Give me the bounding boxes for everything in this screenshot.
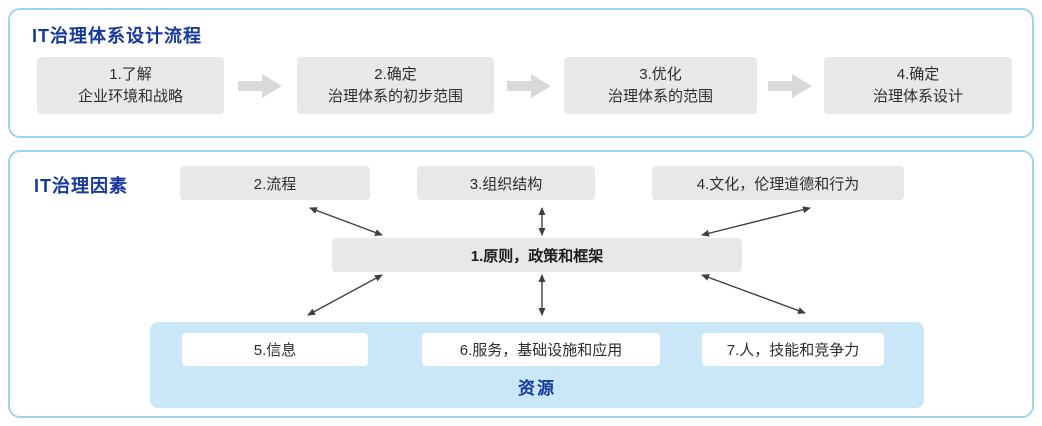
arrow-down-right xyxy=(701,274,806,314)
factor-box-process: 2.流程 xyxy=(180,166,370,200)
factors-panel-title: IT治理因素 xyxy=(34,176,128,196)
process-step-2-line-2: 治理体系的初步范围 xyxy=(327,87,463,105)
arrow-up-left xyxy=(309,207,383,236)
process-step-4: 4.确定 治理体系设计 xyxy=(824,57,1012,114)
process-step-3-line-1: 3.优化 xyxy=(639,65,682,83)
flow-right-arrow-icon xyxy=(768,74,812,98)
flow-right-arrow-icon xyxy=(507,74,551,98)
process-step-4-line-1: 4.确定 xyxy=(896,65,940,83)
process-step-1-line-1: 1.了解 xyxy=(109,65,152,83)
process-step-1-line-2: 企业环境和战略 xyxy=(77,87,183,105)
resource-box-information: 5.信息 xyxy=(182,333,368,366)
process-step-2: 2.确定 治理体系的初步范围 xyxy=(297,57,494,114)
resource-box-services: 6.服务，基础设施和应用 xyxy=(422,333,660,366)
flow-right-arrow-icon xyxy=(238,74,282,98)
factor-box-principles: 1.原则，政策和框架 xyxy=(332,238,742,272)
factor-box-org-structure: 3.组织结构 xyxy=(417,166,595,200)
factor-box-culture: 4.文化，伦理道德和行为 xyxy=(652,166,904,200)
factors-panel: IT治理因素 2.流程 3.组织结构 4.文化，伦理道德和行为 1.原则，政策和… xyxy=(8,150,1034,418)
process-step-4-line-2: 治理体系设计 xyxy=(872,87,963,105)
process-step-3: 3.优化 治理体系的范围 xyxy=(564,57,757,114)
arrow-down-left xyxy=(307,274,383,316)
resources-zone: 5.信息 6.服务，基础设施和应用 7.人，技能和竞争力 资源 xyxy=(150,322,924,408)
resource-box-people: 7.人，技能和竞争力 xyxy=(702,333,884,366)
resources-label: 资源 xyxy=(518,379,556,398)
process-step-1: 1.了解 企业环境和战略 xyxy=(37,57,224,114)
process-step-2-line-1: 2.确定 xyxy=(374,65,417,83)
process-panel-title: IT治理体系设计流程 xyxy=(32,26,202,46)
process-panel: IT治理体系设计流程 1.了解 企业环境和战略 2.确定 治理体系的初步范围 3… xyxy=(8,8,1034,138)
arrow-up-right xyxy=(701,206,811,237)
process-step-3-line-2: 治理体系的范围 xyxy=(607,87,713,105)
